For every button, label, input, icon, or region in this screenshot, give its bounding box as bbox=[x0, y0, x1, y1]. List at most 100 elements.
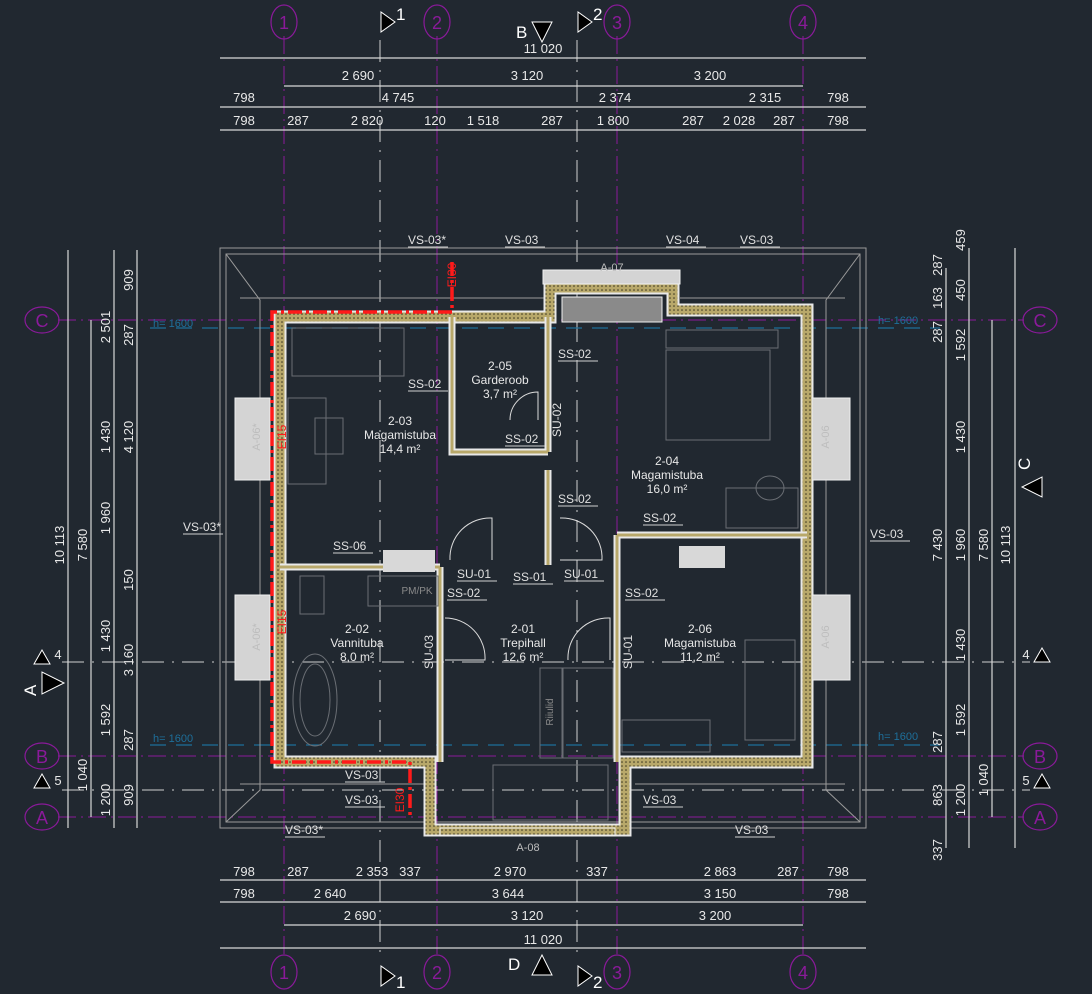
grid-row-b-right: B bbox=[1034, 747, 1046, 767]
wall-type-tag: VS-03 bbox=[735, 823, 769, 837]
grid-col-3-bottom: 3 bbox=[612, 963, 622, 983]
dimension-label: 287 bbox=[930, 321, 945, 343]
dimension-total-bottom: 11 020 bbox=[524, 932, 563, 947]
wall-type-tag: SU-03 bbox=[422, 635, 436, 669]
dimension-label: 2 820 bbox=[351, 113, 384, 128]
dimension-label: 1 040 bbox=[976, 764, 991, 797]
dimension-label: 10 113 bbox=[998, 526, 1013, 565]
dimension-label: 2 028 bbox=[723, 113, 756, 128]
dimension-label: 3 120 bbox=[511, 908, 544, 923]
dimension-label: 798 bbox=[827, 886, 849, 901]
wall-type-tag: VS-03 bbox=[870, 527, 904, 541]
room-area: 16,0 m² bbox=[647, 482, 688, 496]
dimension-label: 3 644 bbox=[492, 886, 525, 901]
window-tag: A-06* bbox=[251, 423, 263, 451]
wall-type-tag: SU-01 bbox=[457, 567, 491, 581]
dimension-label: 450 bbox=[953, 279, 968, 301]
wall-type-tag: VS-03* bbox=[408, 233, 446, 247]
section-marker-1: 1 bbox=[396, 5, 405, 24]
wall-type-tag: SS-02 bbox=[625, 586, 659, 600]
grid-col-4: 4 bbox=[798, 13, 808, 33]
room-number: 2-04 bbox=[655, 454, 679, 468]
dimension-label: 287 bbox=[930, 254, 945, 276]
grid-bubbles bbox=[24, 4, 1058, 990]
wall-type-tag: VS-03 bbox=[345, 793, 379, 807]
fire-rating-label: EI15 bbox=[275, 609, 289, 634]
wall-type-tag: SU-01 bbox=[621, 635, 635, 669]
dimension-label: 2 690 bbox=[344, 908, 377, 923]
wall-type-tag: SU-02 bbox=[550, 403, 564, 437]
level-marker-4: 4 bbox=[54, 647, 61, 662]
fire-rating-label: EI30 bbox=[445, 262, 459, 287]
room-area: 8,0 m² bbox=[340, 650, 374, 664]
dimension-label: 7 580 bbox=[976, 529, 991, 562]
dimension-label: 287 bbox=[287, 113, 309, 128]
dimension-label: 3 200 bbox=[694, 68, 727, 83]
dimension-label: 798 bbox=[233, 886, 255, 901]
dimension-label: 1 592 bbox=[98, 704, 113, 737]
wall-type-tag: SS-02 bbox=[447, 586, 481, 600]
wall-type-tag: VS-03 bbox=[740, 233, 774, 247]
dimension-label: 287 bbox=[777, 864, 799, 879]
grid-col-2: 2 bbox=[432, 13, 442, 33]
dimension-label: 4 120 bbox=[121, 421, 136, 454]
level-marker-4-right: 4 bbox=[1022, 647, 1029, 662]
wall-type-tag: VS-03* bbox=[285, 823, 323, 837]
dimension-lines bbox=[67, 57, 1016, 949]
doors bbox=[444, 391, 611, 661]
dimension-label: 798 bbox=[233, 90, 255, 105]
grid-row-a-right: A bbox=[1034, 808, 1046, 828]
room-name: Magamistuba bbox=[631, 468, 703, 482]
room-number: 2-06 bbox=[688, 622, 712, 636]
fire-rating-label: EI15 bbox=[275, 424, 289, 449]
fixture-label: Riiulid bbox=[545, 698, 556, 725]
height-label: h= 1600 bbox=[153, 318, 193, 330]
section-marker-2-bottom: 2 bbox=[593, 973, 602, 992]
dimension-label: 2 374 bbox=[599, 90, 632, 105]
dimension-label: 163 bbox=[930, 287, 945, 309]
dimension-label: 1 430 bbox=[98, 620, 113, 653]
fire-rating-line bbox=[270, 262, 454, 818]
dimension-label: 7 430 bbox=[930, 529, 945, 562]
grid-col-4-bottom: 4 bbox=[798, 963, 808, 983]
dimension-label: 7 580 bbox=[75, 529, 90, 562]
dimension-total-top: 11 020 bbox=[524, 41, 563, 56]
room-number: 2-03 bbox=[388, 414, 412, 428]
view-marker-bottom: D bbox=[508, 955, 520, 974]
dimension-label: 120 bbox=[424, 113, 446, 128]
room-name: Magamistuba bbox=[664, 636, 736, 650]
dimension-label: 2 690 bbox=[342, 68, 375, 83]
grid-labels: 1 2 3 4 1 2 3 4 C B A C B A bbox=[36, 13, 1047, 983]
dimension-label: 1 592 bbox=[953, 329, 968, 362]
dimension-label: 2 970 bbox=[494, 864, 527, 879]
dimension-label: 909 bbox=[121, 784, 136, 806]
window-tag: A-06 bbox=[820, 425, 832, 448]
wall-type-tag: SS-02 bbox=[643, 511, 677, 525]
section-marker-2: 2 bbox=[593, 5, 602, 24]
dimension-label: 337 bbox=[930, 839, 945, 861]
walls bbox=[273, 281, 814, 837]
dimension-label: 1 518 bbox=[467, 113, 500, 128]
dimension-label: 2 863 bbox=[704, 864, 737, 879]
grid-col-3: 3 bbox=[612, 13, 622, 33]
level-marker-5-right: 5 bbox=[1022, 773, 1029, 788]
dimension-label: 2 315 bbox=[749, 90, 782, 105]
dimension-label: 1 430 bbox=[953, 421, 968, 454]
fire-rating-label: EI30 bbox=[393, 787, 407, 812]
dimension-label: 798 bbox=[233, 864, 255, 879]
room-name: Trepihall bbox=[500, 636, 546, 650]
dimension-label: 863 bbox=[930, 784, 945, 806]
dimension-label: 1 592 bbox=[953, 704, 968, 737]
room-area: 12,6 m² bbox=[503, 650, 544, 664]
wall-type-tag: VS-03 bbox=[505, 233, 539, 247]
dimension-label: 1 430 bbox=[953, 629, 968, 662]
dimension-label: 287 bbox=[682, 113, 704, 128]
dimension-label: 2 353 bbox=[356, 864, 389, 879]
level-marker-5: 5 bbox=[54, 773, 61, 788]
wall-type-tag: VS-03 bbox=[345, 768, 379, 782]
wall-type-tag: SS-02 bbox=[505, 432, 539, 446]
height-label: h= 1600 bbox=[878, 315, 918, 327]
dimension-label: 1 960 bbox=[953, 529, 968, 562]
